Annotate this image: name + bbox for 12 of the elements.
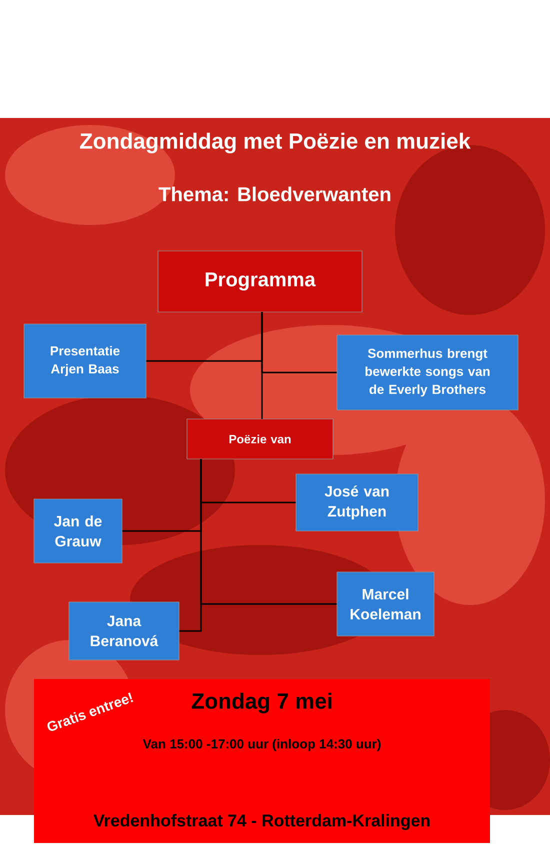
heading-box: Poëzie van bbox=[186, 418, 334, 460]
title: Zondagmiddag met Poëzie en muziek bbox=[80, 132, 471, 154]
name-box: Presentatie Arjen Baas bbox=[24, 324, 146, 398]
name-box: Jana Beranová bbox=[68, 602, 180, 660]
subtitle: Thema: Bloedverwanten bbox=[158, 186, 390, 202]
connector-line bbox=[179, 459, 202, 632]
name-box: Sommerhus brengt bewerkte songs van de Everly Brothers bbox=[336, 334, 518, 410]
heading-box: Programma bbox=[158, 250, 362, 312]
name-box: Jan de Grauw bbox=[34, 498, 122, 564]
name-box: Marcel Koeleman bbox=[336, 572, 434, 636]
connector-line bbox=[261, 312, 263, 419]
name-box: José van Zutphen bbox=[296, 474, 418, 532]
